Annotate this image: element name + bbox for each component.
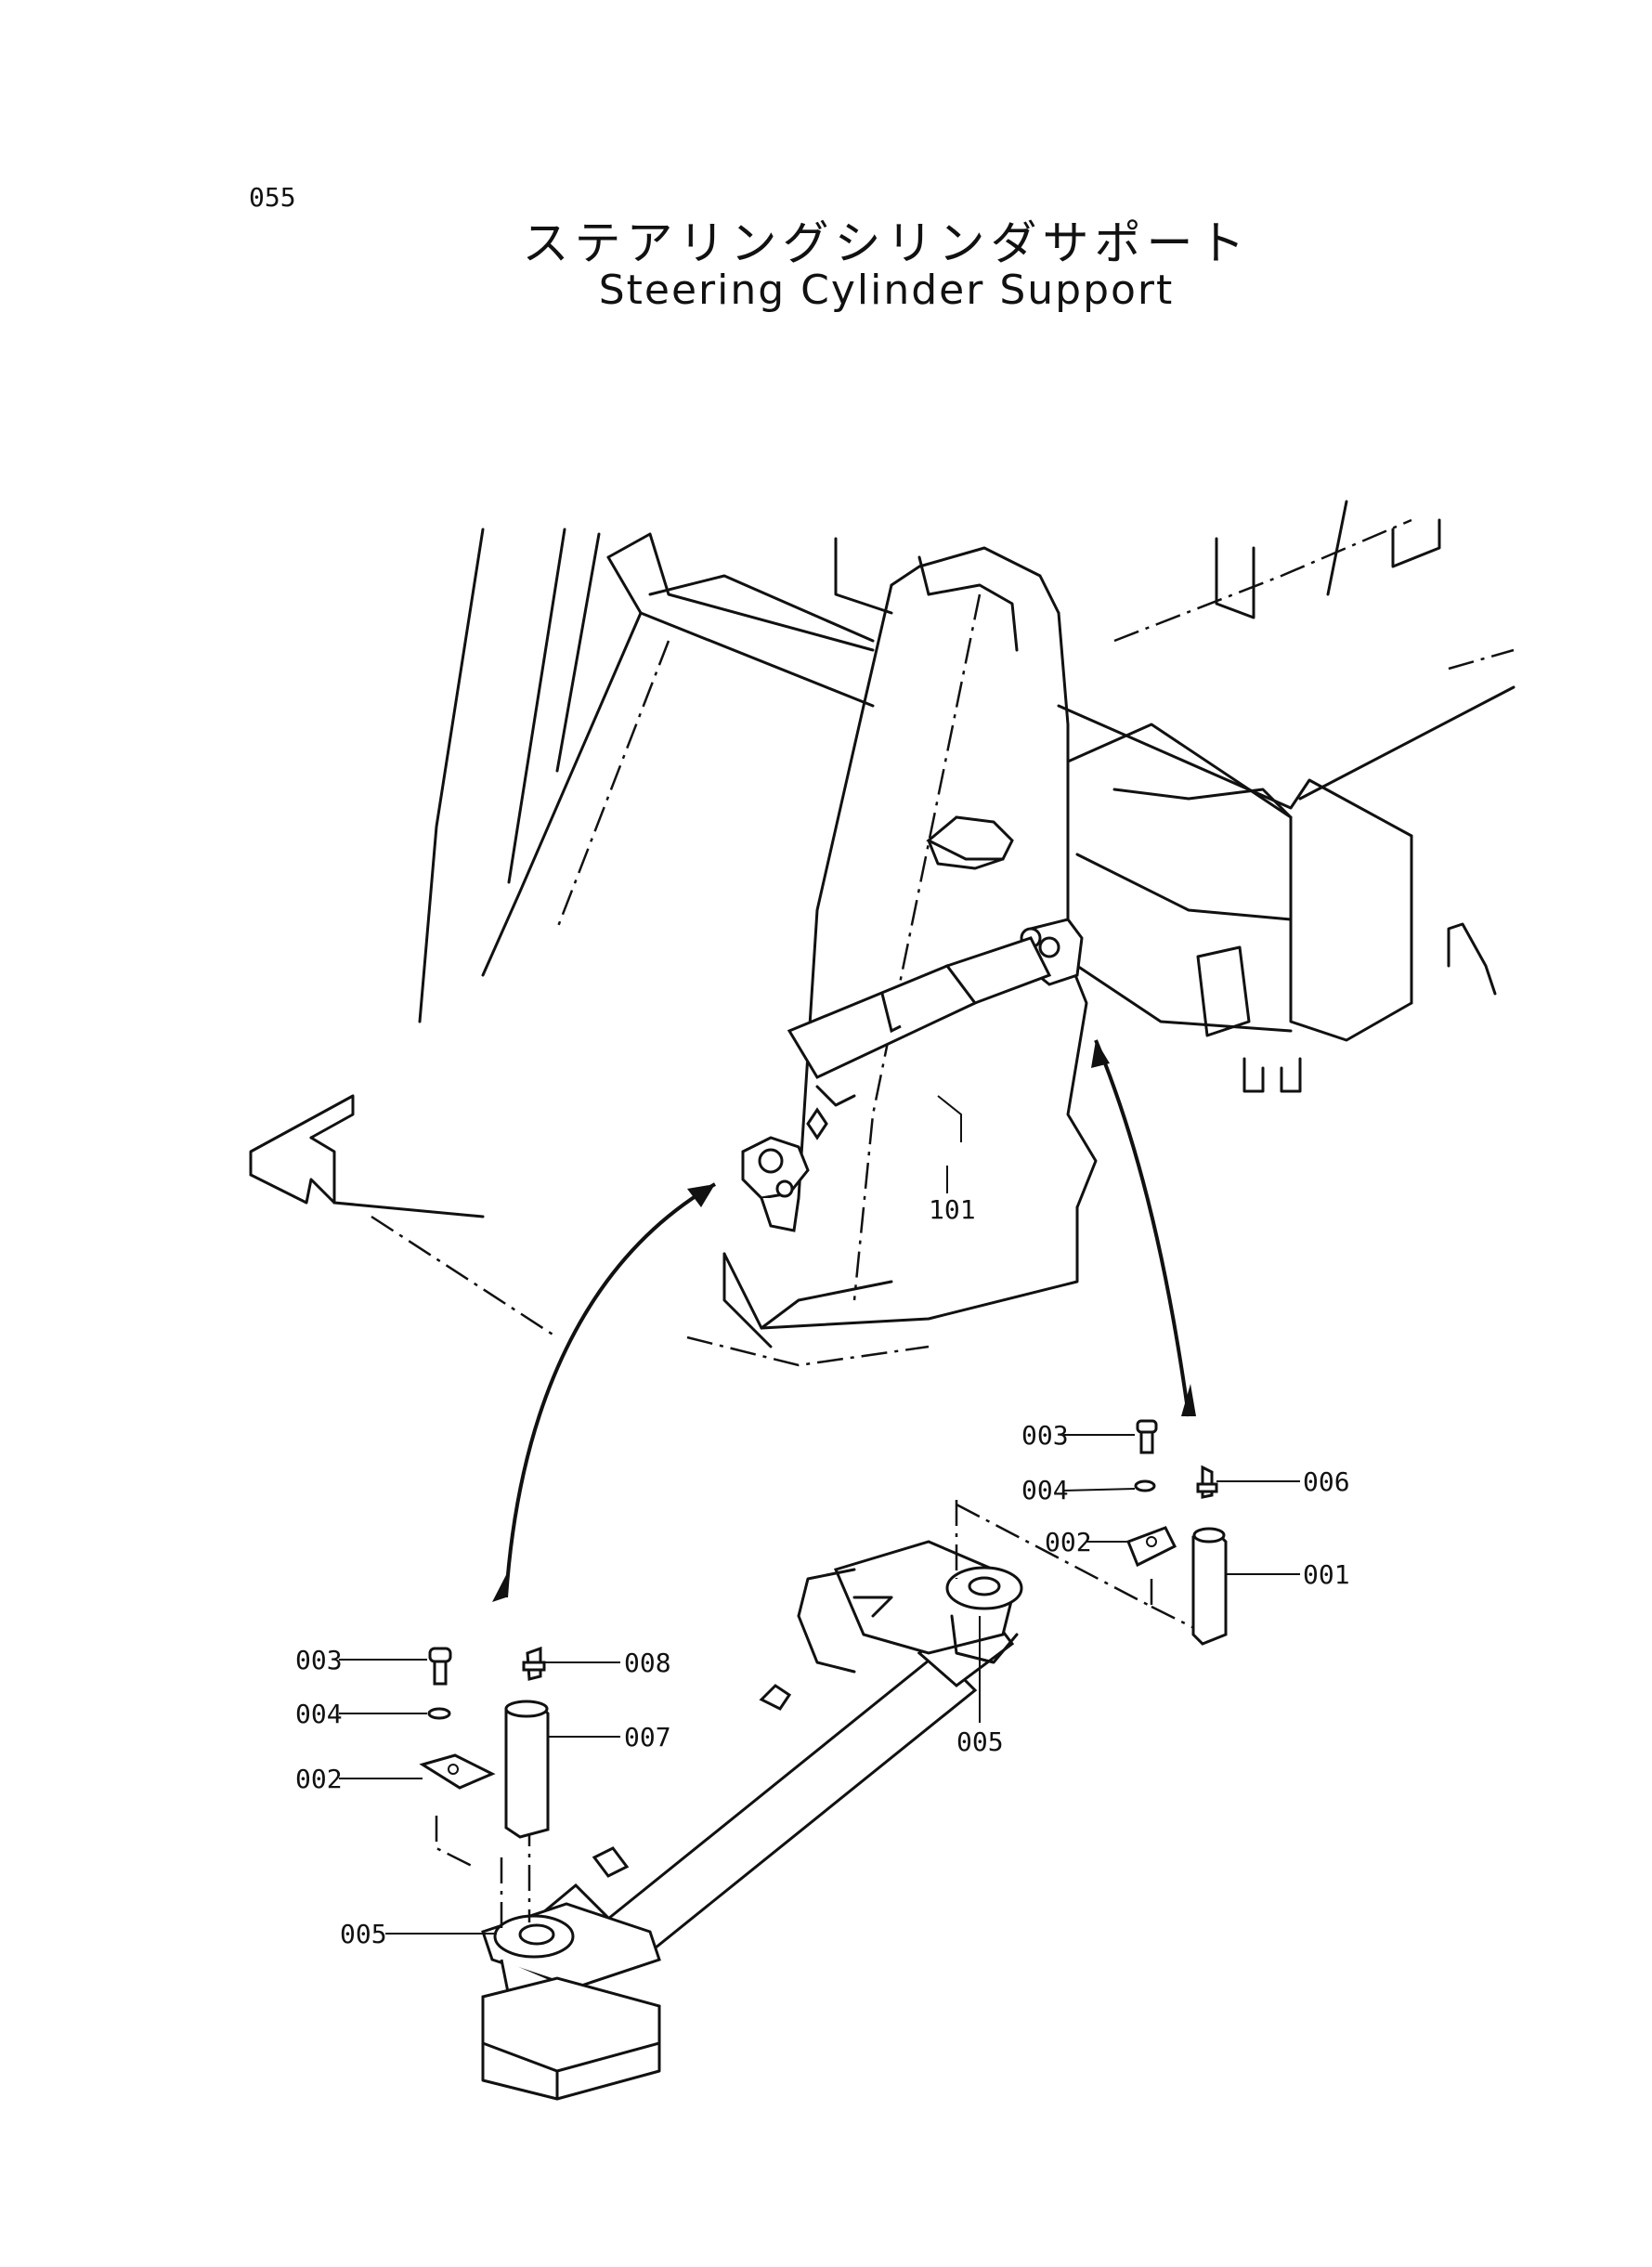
page-number: 055 xyxy=(249,182,296,213)
cylinder-assembly-drawing xyxy=(741,815,1084,1232)
callout-005-top: 005 xyxy=(956,1726,1004,1757)
callout-006-top: 006 xyxy=(1303,1466,1350,1497)
callout-002-top: 002 xyxy=(1045,1527,1092,1557)
callout-005-bottom: 005 xyxy=(340,1919,387,1949)
callout-001-top: 001 xyxy=(1303,1559,1350,1590)
pointer-arrows xyxy=(492,1039,1196,1602)
callout-003-bottom: 003 xyxy=(295,1645,343,1675)
hardware-parts xyxy=(419,1419,1228,1839)
leader-lines xyxy=(339,1166,1300,1935)
callout-101: 101 xyxy=(929,1194,976,1225)
callout-007-bottom: 007 xyxy=(624,1722,671,1752)
exploded-cylinder-drawing xyxy=(435,1500,1208,2101)
callout-002-bottom: 002 xyxy=(295,1764,343,1794)
callout-008-bottom: 008 xyxy=(624,1648,671,1678)
callout-labels: 101 003 004 006 002 001 005 003 008 004 … xyxy=(295,1194,1350,1949)
callout-004-top: 004 xyxy=(1021,1475,1069,1505)
callout-004-bottom: 004 xyxy=(295,1699,343,1729)
callout-003-top: 003 xyxy=(1021,1420,1069,1451)
title-english: Steering Cylinder Support xyxy=(598,267,1175,314)
title-japanese: ステアリングシリンダサポート xyxy=(522,216,1251,270)
machine-frame-drawing xyxy=(249,500,1515,1367)
